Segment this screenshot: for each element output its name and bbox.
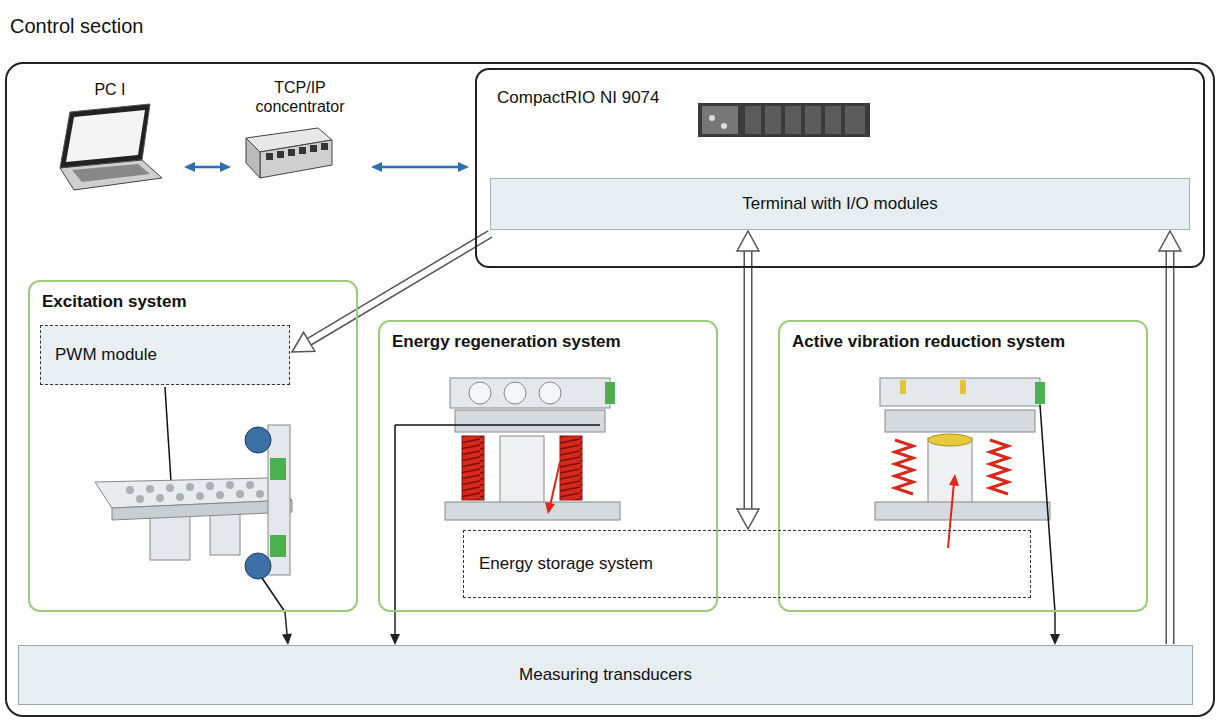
excitation-figure — [95, 387, 292, 612]
system-box: Excitation systemPWM module — [28, 280, 358, 612]
node-label: CompactRIO NI 9074 — [497, 88, 1183, 108]
connector — [390, 612, 400, 645]
system-box: Active vibration reduction system — [778, 320, 1148, 612]
transducer-box: Measuring transducers — [18, 645, 1193, 705]
node-label: Excitation system — [42, 292, 344, 312]
concentrator-node: TCP/IP concentrator — [235, 78, 365, 198]
connector — [371, 162, 469, 172]
node-label: Energy regeneration system — [392, 332, 704, 352]
concentrator-icon — [246, 128, 332, 178]
node-label: Terminal with I/O modules — [742, 194, 938, 214]
connector — [1050, 612, 1060, 645]
node-label: PWM module — [55, 345, 157, 365]
connector — [737, 231, 759, 529]
regeneration-device — [395, 378, 620, 612]
node-label: PC I — [40, 80, 180, 99]
section-heading: Control section — [10, 14, 143, 38]
pc-node: PC I — [40, 80, 180, 195]
node-label: Energy storage system — [479, 554, 653, 574]
terminal-box: Terminal with I/O modules — [490, 178, 1190, 230]
connector — [1159, 231, 1181, 644]
node-label: TCP/IP concentrator — [235, 78, 365, 116]
vibration-device — [875, 378, 1055, 612]
compactrio-image — [698, 103, 870, 137]
laptop-icon — [60, 104, 162, 190]
section-box: Control sectionPC ITCP/IP concentratorCo… — [5, 62, 1215, 717]
pwm-box: PWM module — [40, 325, 290, 385]
controller-box: CompactRIO NI 9074Terminal with I/O modu… — [475, 68, 1205, 268]
connector — [282, 612, 292, 645]
storage-box: Energy storage system — [463, 530, 1031, 598]
node-label: Active vibration reduction system — [792, 332, 1134, 352]
node-label: Measuring transducers — [519, 665, 692, 685]
connector — [184, 162, 231, 172]
